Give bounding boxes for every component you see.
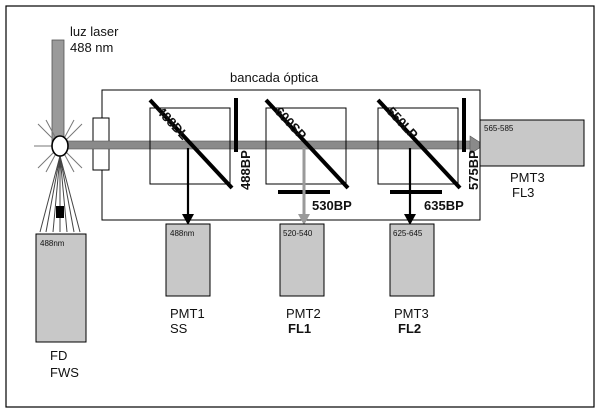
detector-box-pmt2 [279,223,325,297]
detector-name-pmt3-fl3: PMT3 [510,170,545,185]
sample-stream [51,135,69,157]
detector-name-fd: FD [50,348,67,363]
detector-box-pmt1 [165,223,211,297]
beam-arrowhead [469,135,485,155]
bench-label: bancada óptica [230,70,319,85]
detector-channel-pmt3-fl3: FL3 [512,185,534,200]
filter-label-575bp: 575BP [466,150,481,190]
reflected-arrow-1 [182,214,194,225]
detector-range-pmt2: 520-540 [283,229,313,238]
forward-scatter-rays [39,155,81,233]
dichroic-mirror-3 [376,98,462,190]
filter-cube-2 [265,107,347,185]
beam-stop [56,206,64,218]
detector-channel-fd: FWS [50,365,79,380]
laser-label-line1: luz laser [70,24,119,39]
detector-range-pmt3-fl2: 625-645 [393,229,423,238]
filter-label-488bp: 488BP [238,150,253,190]
detector-range-pmt3-fl3: 565-585 [484,124,514,133]
laser-beam-vertical [51,39,65,149]
detector-name-pmt1: PMT1 [170,306,205,321]
detector-name-pmt3-fl2: PMT3 [394,306,429,321]
detector-channel-pmt1: SS [170,321,188,336]
filter-label-530bp: 530BP [312,198,352,213]
laser-beam-horizontal [63,140,473,150]
detector-channel-pmt3-fl2: FL2 [398,321,421,336]
detector-box-fd [35,233,87,343]
detector-range-fd: 488nm [40,239,65,248]
filter-cube-3 [377,107,459,185]
detector-range-pmt1: 488nm [170,229,195,238]
reflected-arrow-3 [404,214,416,225]
detector-channel-pmt2: FL1 [288,321,311,336]
dichroic-mirror-2 [264,98,350,190]
reflected-arrow-2 [298,214,310,225]
laser-label-line2: 488 nm [70,40,113,55]
filter-cube-1 [149,107,231,185]
detector-name-pmt2: PMT2 [286,306,321,321]
detector-box-pmt3-fl2 [389,223,435,297]
dichroic-mirror-1 [148,98,234,190]
filter-label-635bp: 635BP [424,198,464,213]
detector-box-pmt3-fl3 [479,119,585,167]
optical-bench [101,89,481,221]
